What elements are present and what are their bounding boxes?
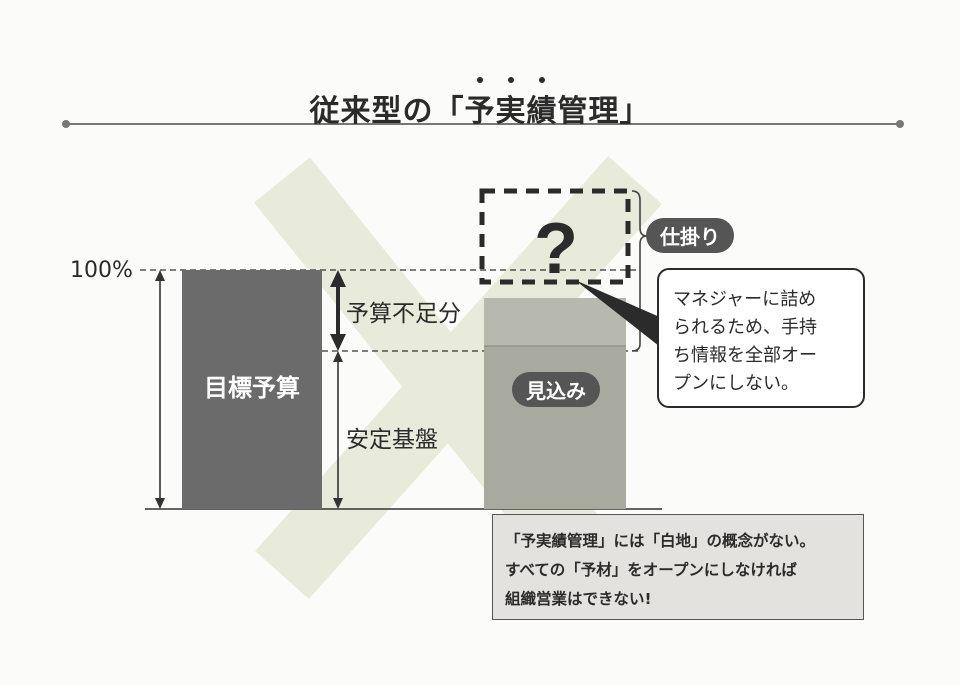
forecast-bar — [484, 346, 626, 509]
bubble-line-4: プンにしない。 — [673, 373, 799, 394]
stable-base-label: 安定基盤 — [346, 427, 438, 453]
note-line-1: 「予実績管理」には「白地」の概念がない。 — [505, 532, 816, 550]
title-after: 管理」 — [557, 94, 651, 129]
title-emph-1: 予 — [465, 77, 496, 130]
title-emph-2: 実 — [496, 77, 527, 130]
stable-base-arrow — [333, 351, 343, 509]
title-rule-dot-left — [62, 120, 70, 128]
forecast-pill: 見込み — [512, 372, 600, 407]
forecast-bar-upper — [484, 298, 626, 346]
title-before: 従来型の「 — [309, 94, 465, 129]
target-bar — [182, 270, 322, 509]
summary-note: 「予実績管理」には「白地」の概念がない。 すべての「予材」をオープンにしなければ… — [492, 514, 864, 620]
shortfall-label: 予算不足分 — [346, 301, 461, 327]
page-title: 従来型の「予実績管理」 — [0, 77, 960, 130]
shortfall-arrow — [330, 270, 346, 351]
bubble-line-1: マネジャーに詰め — [673, 289, 817, 310]
question-mark: ? — [534, 209, 578, 289]
manager-speech-bubble: マネジャーに詰め られるため、手持 ち情報を全部オー プンにしない。 — [657, 268, 865, 408]
note-line-2: すべての「予材」をオープンにしなければ — [505, 561, 797, 579]
bubble-line-2: られるため、手持 — [673, 317, 817, 338]
bubble-pointer — [575, 280, 662, 346]
hundred-pct-label: 100% — [70, 258, 133, 283]
in-progress-box — [479, 188, 631, 285]
total-height-arrow — [155, 270, 165, 509]
bubble-line-3: ち情報を全部オー — [673, 345, 817, 366]
title-rule-dot-right — [896, 120, 904, 128]
title-emph-3: 績 — [527, 77, 558, 130]
note-line-3: 組織営業はできない! — [505, 590, 652, 608]
in-progress-pill: 仕掛り — [646, 218, 734, 253]
target-budget-label: 目標予算 — [204, 374, 300, 402]
